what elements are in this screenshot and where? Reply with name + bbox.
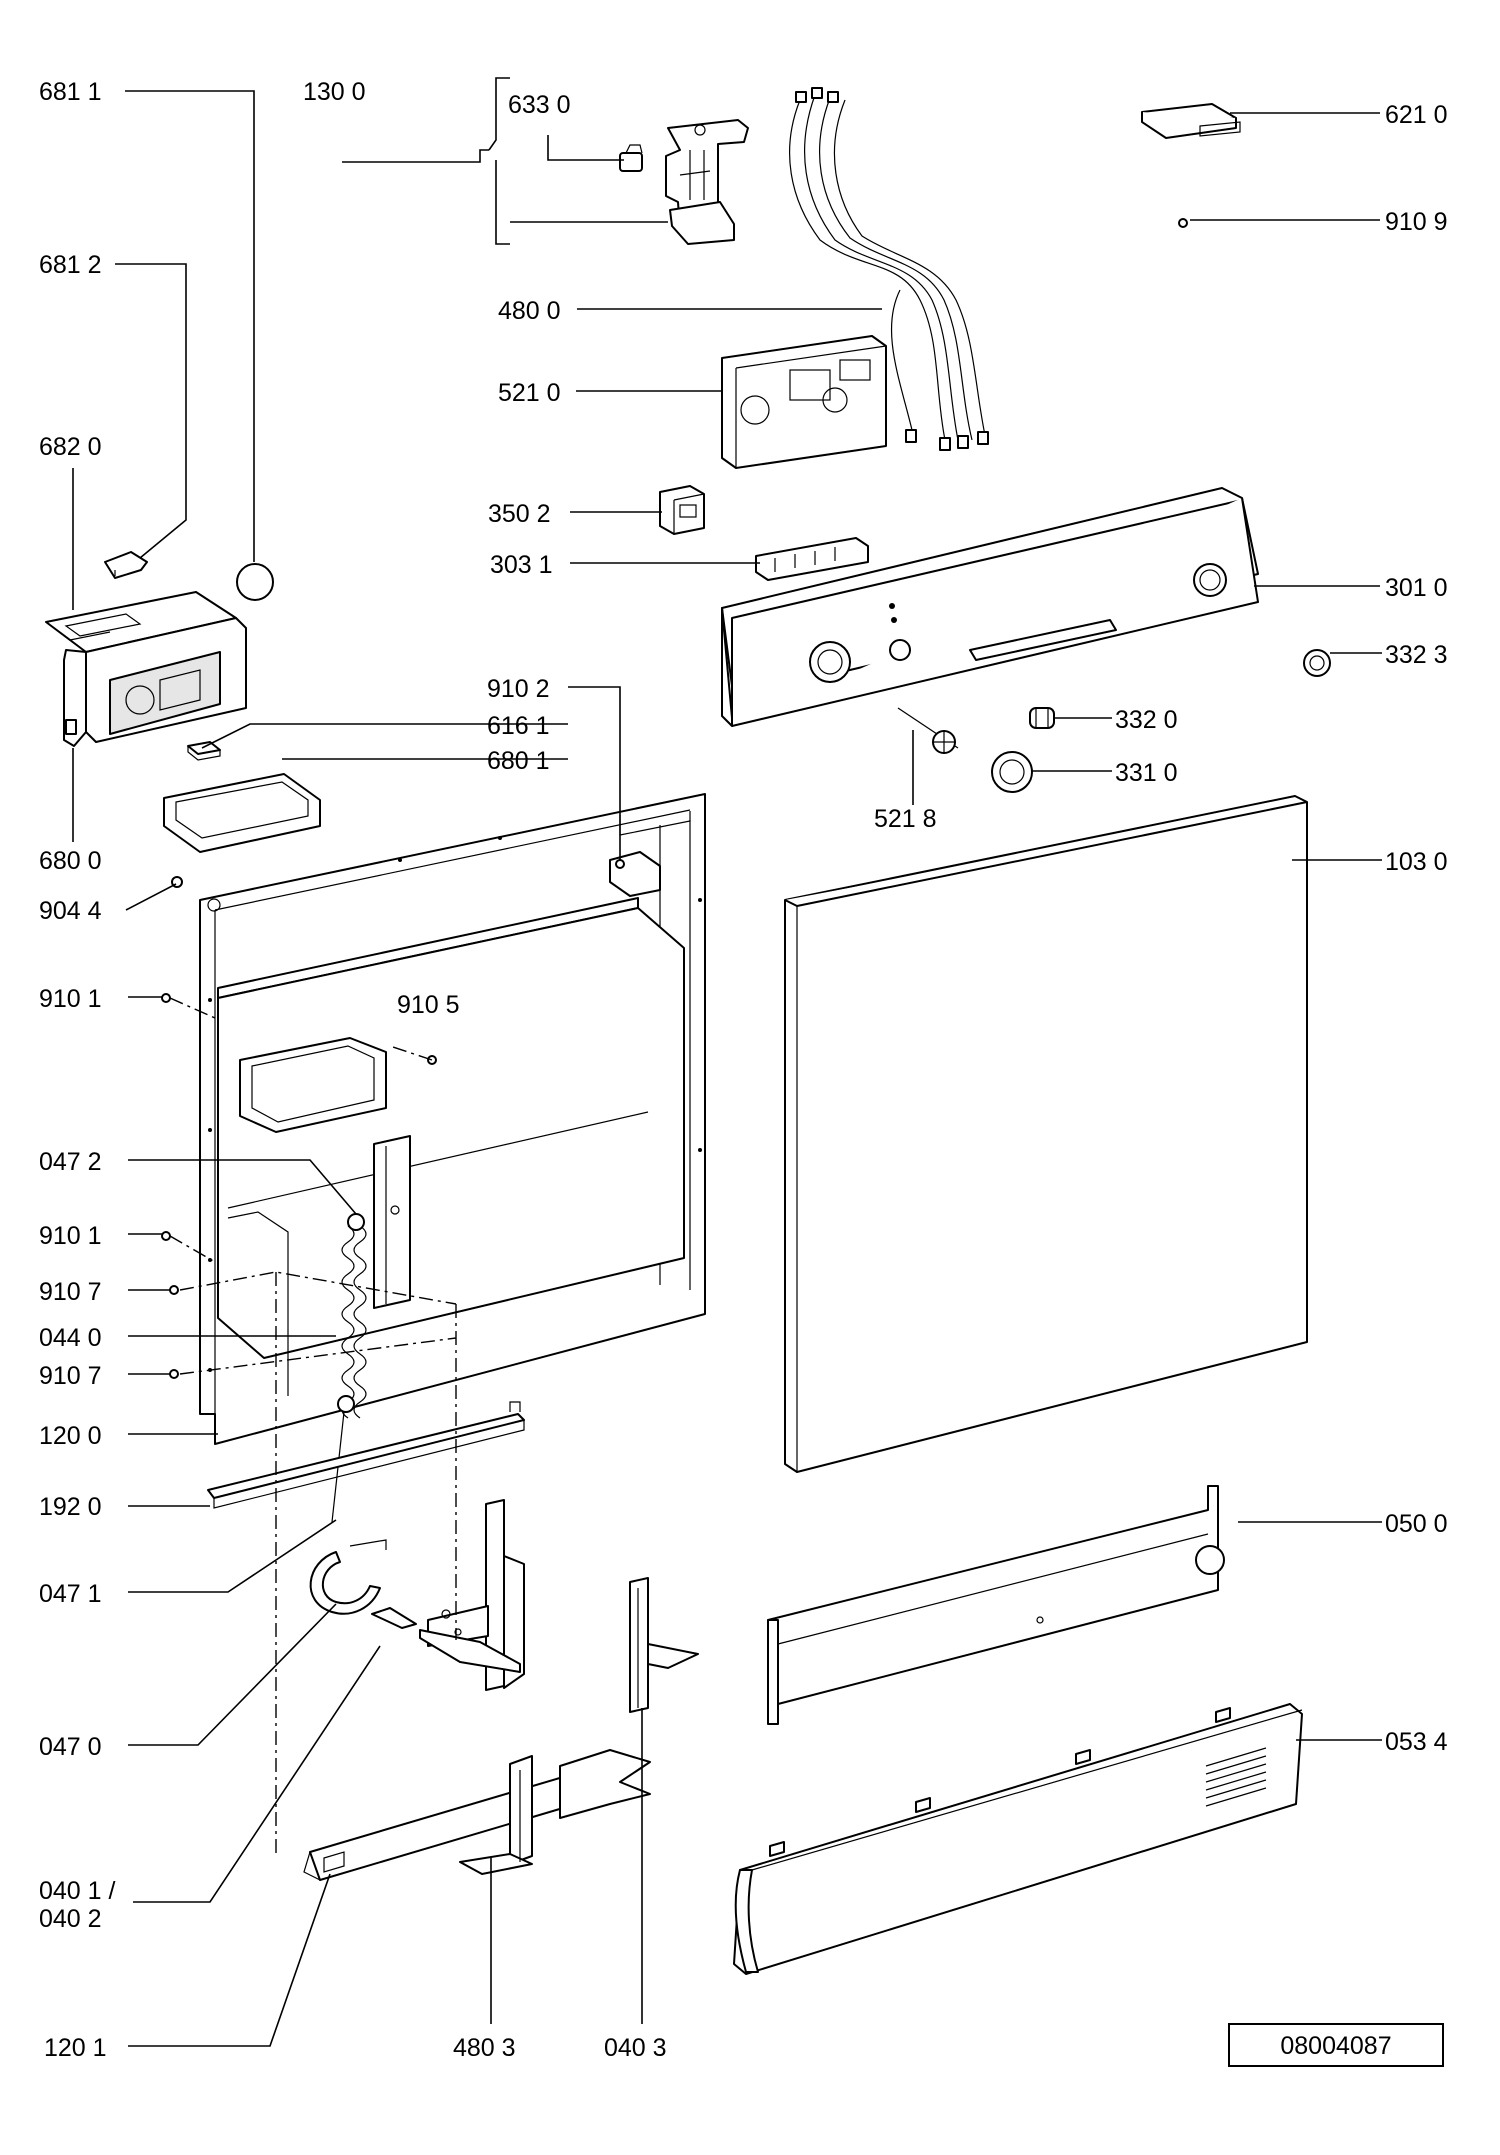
callout-680-0: 680 0 bbox=[39, 847, 102, 875]
part-350-2-switch bbox=[659, 485, 705, 535]
callout-480-0: 480 0 bbox=[498, 297, 561, 325]
part-521-8-rotary-switch bbox=[897, 707, 959, 754]
part-480-0-wiring-harness bbox=[789, 87, 989, 451]
part-910-7-screw-upper bbox=[169, 1285, 179, 1295]
callout-040-3: 040 3 bbox=[604, 2034, 667, 2062]
part-103-0-door-panel bbox=[784, 795, 1308, 1473]
callout-120-0: 120 0 bbox=[39, 1422, 102, 1450]
part-910-1-screw-upper bbox=[161, 993, 171, 1003]
part-910-9-screw bbox=[1178, 218, 1188, 228]
callout-910-5: 910 5 bbox=[397, 991, 460, 1019]
callout-910-7-upper: 910 7 bbox=[39, 1278, 102, 1306]
part-040-1-bracket bbox=[419, 1499, 525, 1691]
callout-350-2: 350 2 bbox=[488, 500, 551, 528]
callout-130-0: 130 0 bbox=[303, 78, 366, 106]
callout-621-0: 621 0 bbox=[1385, 101, 1448, 129]
part-053-4-kick-plate bbox=[733, 1703, 1303, 1975]
part-681-2-clip bbox=[104, 551, 148, 579]
callout-040-1: 040 1 / bbox=[39, 1877, 116, 1905]
assembly-line-row bbox=[179, 1271, 457, 1305]
callout-910-2: 910 2 bbox=[487, 675, 550, 703]
diagram-id-box: 08004087 bbox=[1228, 2023, 1444, 2067]
callout-053-4: 053 4 bbox=[1385, 1728, 1448, 1756]
callout-681-2: 681 2 bbox=[39, 251, 102, 279]
part-331-0-ring bbox=[991, 751, 1033, 793]
callout-521-0: 521 0 bbox=[498, 379, 561, 407]
callout-910-1-upper: 910 1 bbox=[39, 985, 102, 1013]
callout-910-1-lower: 910 1 bbox=[39, 1222, 102, 1250]
callout-047-2: 047 2 bbox=[39, 1148, 102, 1176]
callout-192-0: 192 0 bbox=[39, 1493, 102, 1521]
callout-480-3: 480 3 bbox=[453, 2034, 516, 2062]
leader-lines bbox=[72, 77, 1382, 2047]
callout-040-2: 040 2 bbox=[39, 1905, 102, 1933]
callout-680-1: 680 1 bbox=[487, 747, 550, 775]
part-910-1-screw-lower bbox=[161, 1231, 171, 1241]
assembly-line-screw-905 bbox=[389, 1045, 433, 1061]
callout-332-3: 332 3 bbox=[1385, 641, 1448, 669]
assembly-line-row-lower bbox=[179, 1337, 457, 1375]
callout-103-0: 103 0 bbox=[1385, 848, 1448, 876]
callout-332-0: 332 0 bbox=[1115, 706, 1178, 734]
callout-904-4: 904 4 bbox=[39, 897, 102, 925]
part-680-1-gasket bbox=[163, 773, 321, 853]
part-130-0-door-lock bbox=[665, 119, 749, 245]
part-301-0-control-panel bbox=[721, 487, 1259, 727]
part-332-0-knob bbox=[1029, 707, 1055, 729]
part-910-7-screw-lower bbox=[169, 1369, 179, 1379]
callout-681-1: 681 1 bbox=[39, 78, 102, 106]
callout-616-1: 616 1 bbox=[487, 712, 550, 740]
callout-301-0: 301 0 bbox=[1385, 574, 1448, 602]
callout-331-0: 331 0 bbox=[1115, 759, 1178, 787]
assembly-line-screw-lower bbox=[169, 1235, 216, 1263]
callout-303-1: 303 1 bbox=[490, 551, 553, 579]
part-040-3-bracket bbox=[629, 1577, 699, 1713]
part-332-3-knob bbox=[1303, 649, 1331, 677]
callout-633-0: 633 0 bbox=[508, 91, 571, 119]
part-303-1-button-strip bbox=[755, 537, 869, 581]
callout-682-0: 682 0 bbox=[39, 433, 102, 461]
assembly-line-screw-upper bbox=[169, 997, 216, 1019]
diagram-id: 08004087 bbox=[1280, 2032, 1391, 2060]
callout-910-9: 910 9 bbox=[1385, 208, 1448, 236]
part-682-0-dispenser bbox=[45, 591, 247, 747]
part-480-3-bracket bbox=[459, 1755, 533, 1875]
callout-047-0: 047 0 bbox=[39, 1733, 102, 1761]
callout-120-1: 120 1 bbox=[44, 2034, 107, 2062]
part-616-1 bbox=[187, 741, 221, 761]
part-192-0-rail bbox=[207, 1401, 525, 1509]
part-633-0 bbox=[619, 144, 643, 172]
part-050-0-lower-rail bbox=[767, 1485, 1225, 1725]
part-621-0 bbox=[1141, 103, 1241, 139]
part-681-1-cap bbox=[236, 563, 274, 601]
callout-047-1: 047 1 bbox=[39, 1580, 102, 1608]
callout-050-0: 050 0 bbox=[1385, 1510, 1448, 1538]
callout-521-8: 521 8 bbox=[874, 805, 937, 833]
callout-044-0: 044 0 bbox=[39, 1324, 102, 1352]
part-047-1-hinge bbox=[309, 1539, 417, 1629]
part-521-0-electronic-module bbox=[721, 335, 887, 469]
callout-910-7-lower: 910 7 bbox=[39, 1362, 102, 1390]
